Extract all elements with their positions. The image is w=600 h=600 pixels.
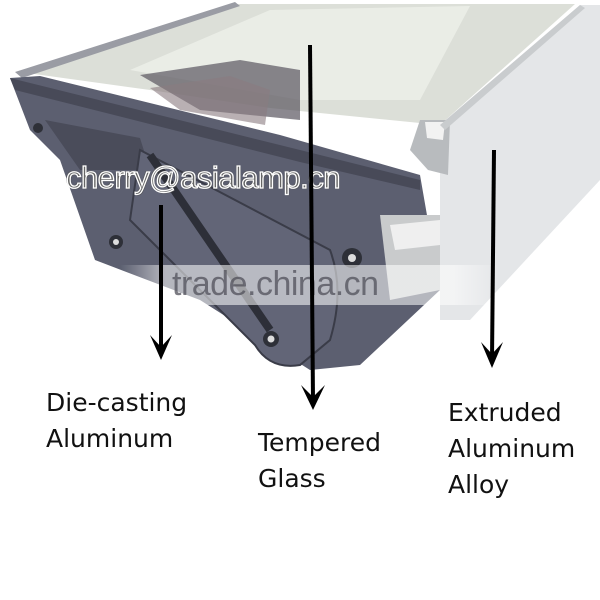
label-line: Alloy — [448, 470, 510, 499]
label-line: Tempered — [258, 428, 381, 457]
label-line: Glass — [258, 464, 326, 493]
watermark-site: trade.china.cn — [172, 265, 379, 303]
label-line: Aluminum — [448, 434, 576, 463]
label-tempered-glass: Tempered Glass — [258, 425, 381, 497]
label-line: Die-casting — [46, 388, 188, 417]
extruded-aluminum-body — [440, 5, 600, 320]
arrow-down-icon — [150, 205, 172, 360]
arrow-down-icon — [301, 385, 325, 410]
arrow-down-icon — [308, 44, 315, 401]
label-extruded-aluminum-alloy: Extruded Aluminum Alloy — [448, 395, 575, 503]
label-line: Extruded — [448, 398, 562, 427]
arrow-down-icon — [481, 149, 503, 368]
label-die-casting-aluminum: Die-casting Aluminum — [46, 385, 187, 457]
label-line: Aluminum — [46, 424, 174, 453]
watermark-email: cherry@asialamp.cn — [65, 159, 341, 195]
